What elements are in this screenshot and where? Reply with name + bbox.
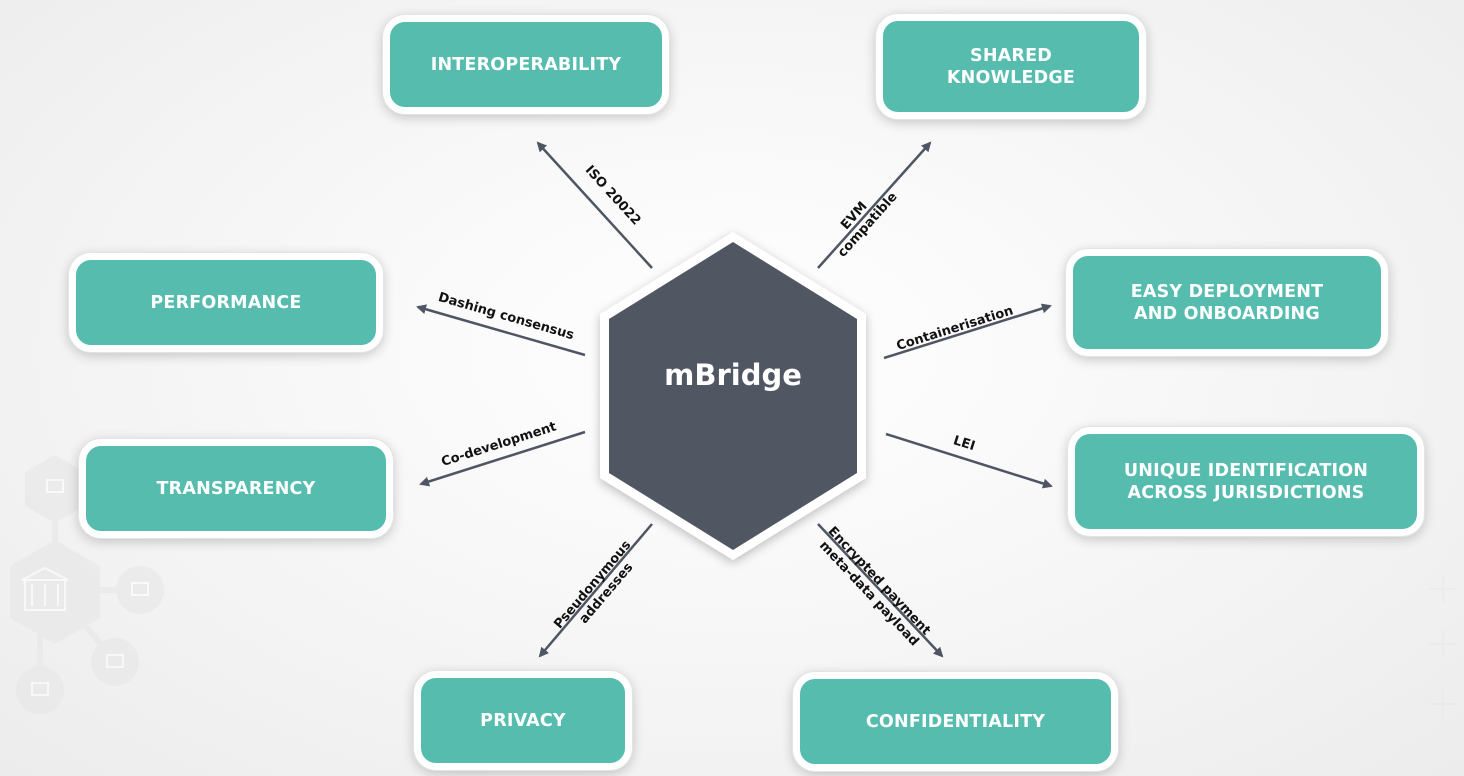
hub-hexagon: [609, 242, 857, 550]
edges: [416, 141, 1053, 658]
edge-label-encrypted-line2: meta-data payload: [816, 538, 921, 649]
node-unique-identification: UNIQUE IDENTIFICATION ACROSS JURISDICTIO…: [1068, 427, 1424, 536]
node-confidentiality: CONFIDENTIALITY: [793, 672, 1118, 771]
edge-label-dashing-line1: Dashing consensus: [436, 290, 575, 343]
edge-label-container-line1: Containerisation: [895, 303, 1015, 354]
arrow-dashing: [416, 304, 586, 357]
node-performance: PERFORMANCE: [69, 253, 383, 352]
edge-label-dashing: Dashing consensus: [436, 290, 575, 343]
edge-label-encrypted-line1: Encrypted payment: [825, 524, 934, 638]
edge-label-encrypted: Encrypted payment meta-data payload: [813, 524, 937, 653]
edge-label-lei-line1: LEI: [951, 433, 977, 454]
node-transparency: TRANSPARENCY: [79, 439, 393, 538]
node-privacy: PRIVACY: [414, 671, 632, 770]
edge-label-container: Containerisation: [895, 303, 1015, 354]
arrow-codev: [419, 430, 586, 487]
edge-label-iso: ISO 20022: [582, 163, 644, 229]
arrow-container: [883, 303, 1052, 360]
edge-label-iso-line1: ISO 20022: [582, 163, 644, 229]
hub-label: mBridge: [664, 358, 802, 392]
arrow-iso: [536, 141, 653, 269]
bank-network-icon: [10, 455, 1457, 718]
edge-label-pseudo: Pseudonymous addresses: [551, 534, 649, 642]
arrow-encrypted: [817, 523, 944, 658]
node-shared-knowledge: SHARED KNOWLEDGE: [876, 14, 1146, 119]
edge-label-codev: Co-development: [440, 419, 559, 470]
node-interoperability: INTEROPERABILITY: [383, 15, 669, 114]
arrow-pseudo: [538, 523, 653, 658]
node-easy-deployment: EASY DEPLOYMENT AND ONBOARDING: [1066, 249, 1388, 356]
arrow-lei: [885, 432, 1053, 489]
edge-label-lei: LEI: [951, 433, 977, 454]
edge-label-codev-line1: Co-development: [440, 419, 559, 470]
arrow-evm: [817, 141, 932, 269]
